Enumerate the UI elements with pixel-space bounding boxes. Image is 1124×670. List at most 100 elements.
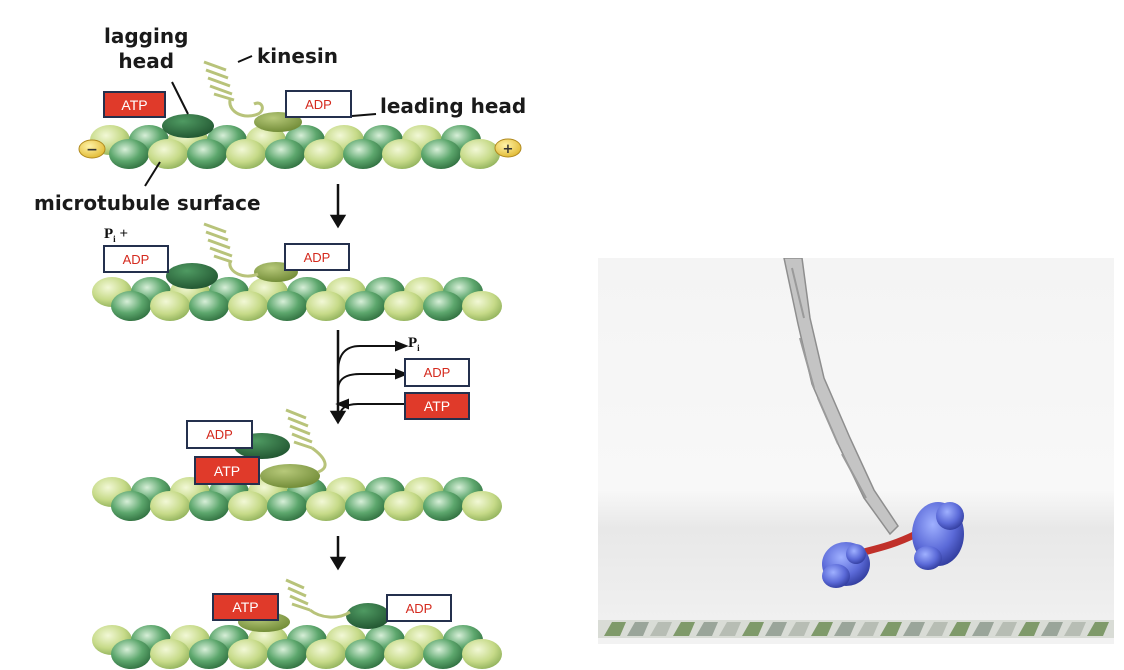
tubulin-subunit bbox=[306, 291, 346, 321]
tubulin-segment bbox=[926, 622, 948, 636]
step2-pi-symbol: P bbox=[104, 226, 114, 242]
microtubule-track-2 bbox=[92, 277, 502, 321]
tubulin-subunit bbox=[304, 139, 344, 169]
tubulin-subunit bbox=[226, 139, 266, 169]
plus-end-symbol: + bbox=[503, 142, 514, 157]
tubulin-subunit bbox=[306, 491, 346, 521]
tubulin-segment bbox=[765, 622, 787, 636]
branch-pi-release-arrow bbox=[337, 340, 409, 373]
tubulin-subunit bbox=[345, 491, 385, 521]
step1-lagging-head bbox=[162, 114, 214, 138]
step2-pi-label: Pi + bbox=[104, 226, 128, 244]
tubulin-subunit bbox=[460, 139, 500, 169]
tubulin-subunit bbox=[345, 639, 385, 669]
step4-leading-nucleotide-box: ADP bbox=[386, 594, 452, 622]
branch-atp-box: ATP bbox=[404, 392, 470, 420]
lagging-head-pointer bbox=[171, 81, 189, 115]
microtubule-strip-segments bbox=[604, 622, 1109, 636]
tubulin-subunit bbox=[150, 291, 190, 321]
tubulin-segment bbox=[1087, 622, 1109, 636]
tubulin-segment bbox=[650, 622, 672, 636]
tubulin-subunit bbox=[384, 291, 424, 321]
plus-end-marker bbox=[494, 138, 522, 158]
step2-lagging-head bbox=[166, 263, 218, 289]
step3-lower-head bbox=[260, 464, 320, 488]
tubulin-segment bbox=[604, 622, 626, 636]
tubulin-segment bbox=[834, 622, 856, 636]
kinesin-label: kinesin bbox=[257, 44, 338, 68]
tubulin-segment bbox=[627, 622, 649, 636]
tubulin-subunit bbox=[462, 491, 502, 521]
tubulin-subunit bbox=[111, 491, 151, 521]
right-motor-head bbox=[912, 502, 964, 570]
tubulin-subunit bbox=[150, 639, 190, 669]
tubulin-subunit bbox=[265, 139, 305, 169]
tubulin-subunit bbox=[187, 139, 227, 169]
tubulin-segment bbox=[1041, 622, 1063, 636]
minus-end-marker bbox=[78, 139, 106, 159]
left-motor-head bbox=[822, 542, 870, 588]
tubulin-subunit bbox=[109, 139, 149, 169]
step1-lagging-nucleotide-box: ATP bbox=[103, 91, 166, 118]
lagging-head-label: lagging head bbox=[104, 24, 188, 74]
tubulin-subunit bbox=[423, 291, 463, 321]
tubulin-subunit bbox=[267, 491, 307, 521]
tubulin-subunit bbox=[228, 491, 268, 521]
kinesin-stalk-step2 bbox=[203, 222, 259, 278]
tubulin-subunit bbox=[228, 291, 268, 321]
tubulin-subunit bbox=[267, 291, 307, 321]
step2-leading-nucleotide-box: ADP bbox=[284, 243, 350, 271]
leading-head-pointer bbox=[351, 113, 377, 117]
branch-adp-release-arrow bbox=[337, 368, 409, 391]
tubulin-subunit bbox=[111, 639, 151, 669]
tubulin-segment bbox=[1064, 622, 1086, 636]
tubulin-subunit bbox=[423, 491, 463, 521]
microtubule-track-1 bbox=[90, 125, 500, 169]
lagging-head-label-line1: lagging bbox=[104, 24, 189, 48]
microtubule-track-4 bbox=[92, 625, 502, 669]
tubulin-subunit bbox=[189, 491, 229, 521]
tubulin-subunit bbox=[150, 491, 190, 521]
tubulin-subunit bbox=[421, 139, 461, 169]
tubulin-subunit bbox=[382, 139, 422, 169]
tubulin-subunit bbox=[345, 291, 385, 321]
tubulin-subunit bbox=[267, 639, 307, 669]
kinesin-stalk-step4 bbox=[285, 578, 351, 619]
tubulin-segment bbox=[880, 622, 902, 636]
tubulin-segment bbox=[857, 622, 879, 636]
kinesin-stalk-step3 bbox=[285, 408, 327, 474]
step2-lagging-nucleotide-box: ADP bbox=[103, 245, 169, 273]
kinesin-pointer bbox=[237, 55, 253, 63]
branch-pi-symbol: P bbox=[408, 335, 418, 351]
tubulin-subunit bbox=[228, 639, 268, 669]
tubulin-segment bbox=[949, 622, 971, 636]
tubulin-segment bbox=[742, 622, 764, 636]
kinesin-stalk-step1 bbox=[203, 60, 264, 118]
step2-pi-plus: + bbox=[115, 226, 128, 242]
tubulin-segment bbox=[903, 622, 925, 636]
kinesin-molecular-model-image bbox=[598, 258, 1114, 644]
tubulin-segment bbox=[811, 622, 833, 636]
step4-trailing-nucleotide-box: ATP bbox=[212, 593, 279, 621]
tubulin-subunit bbox=[343, 139, 383, 169]
step4-leading-head bbox=[346, 603, 390, 629]
tubulin-segment bbox=[995, 622, 1017, 636]
branch-pi-label: Pi bbox=[408, 335, 420, 353]
tubulin-segment bbox=[719, 622, 741, 636]
step3-lower-nucleotide-box: ATP bbox=[194, 456, 260, 485]
microtubule-pointer bbox=[144, 161, 161, 187]
tubulin-subunit bbox=[189, 291, 229, 321]
leading-head-label: leading head bbox=[380, 94, 527, 118]
kinesin-molecular-model-svg bbox=[598, 258, 1114, 644]
step1-leading-nucleotide-box: ADP bbox=[285, 90, 352, 118]
arrow-step3-to-4 bbox=[329, 536, 347, 571]
arrow-step1-to-2 bbox=[329, 184, 347, 229]
branch-pi-sub: i bbox=[417, 343, 420, 353]
tubulin-segment bbox=[788, 622, 810, 636]
tubulin-subunit bbox=[462, 291, 502, 321]
step3-upper-nucleotide-box: ADP bbox=[186, 420, 253, 449]
tubulin-segment bbox=[696, 622, 718, 636]
tubulin-segment bbox=[972, 622, 994, 636]
